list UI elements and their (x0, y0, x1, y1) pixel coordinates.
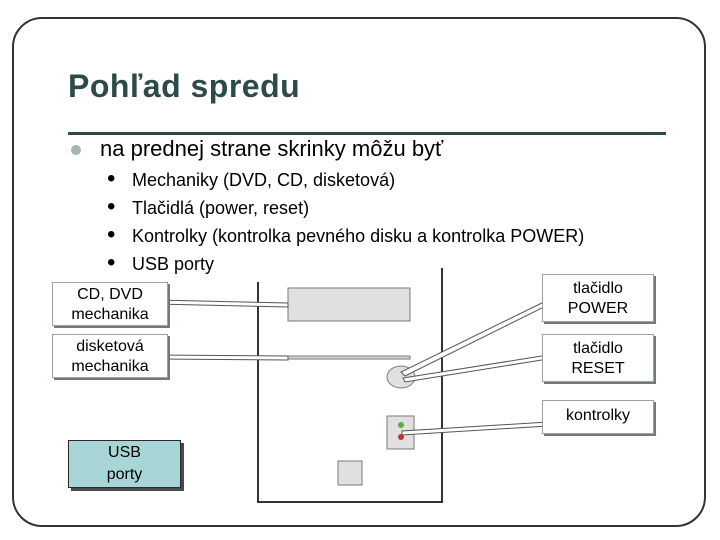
sub-bullet-text: Mechaniky (DVD, CD, disketová) (132, 170, 396, 190)
bullet-dot-icon: • (107, 221, 116, 248)
callout-power (400, 299, 549, 377)
label-line: tlačidlo (573, 340, 623, 357)
sub-bullet-text: Kontrolky (kontrolka pevného disku a kon… (132, 226, 585, 246)
red-led-icon (398, 434, 404, 440)
sub-bullet-text: USB porty (132, 254, 215, 274)
label-line: RESET (571, 360, 625, 377)
callout-indicators (401, 421, 549, 436)
callout-floppy (155, 354, 289, 361)
label-power-button: tlačidlo POWER (542, 274, 654, 322)
label-line: porty (106, 466, 143, 483)
floppy-drive (287, 355, 411, 360)
main-bullet: na prednej strane skrinky môžu byť (100, 136, 444, 161)
label-line: POWER (567, 300, 629, 317)
label-line: kontrolky (565, 407, 631, 424)
label-line: USB (108, 444, 141, 461)
callout-lines (155, 299, 549, 436)
label-cd-dvd: CD, DVD mechanika (52, 282, 168, 326)
label-line: disketová (76, 338, 144, 355)
bullet-dot-icon: • (107, 249, 116, 276)
title-underline (68, 132, 666, 135)
label-line: tlačidlo (573, 280, 623, 297)
green-led-icon (398, 422, 404, 428)
cd-dvd-drive (287, 287, 411, 322)
sub-bullet-text: Tlačidlá (power, reset) (132, 198, 310, 218)
callout-reset (402, 354, 549, 383)
pc-case-outline (257, 268, 443, 503)
label-line: mechanika (71, 358, 149, 375)
label-floppy: disketová mechanika (52, 334, 168, 378)
label-indicators: kontrolky (542, 400, 654, 434)
slide-title: Pohľad spredu (68, 68, 301, 104)
label-line: mechanika (71, 306, 149, 323)
label-reset-button: tlačidlo RESET (542, 334, 654, 382)
label-line: CD, DVD (77, 286, 143, 303)
usb-port (337, 460, 363, 486)
bullet-dot-icon: • (107, 165, 116, 192)
bullet-dot-icon (71, 145, 81, 155)
label-usb: USB porty (68, 440, 181, 488)
callout-cd-dvd (155, 299, 289, 308)
bullet-dot-icon: • (107, 193, 116, 220)
